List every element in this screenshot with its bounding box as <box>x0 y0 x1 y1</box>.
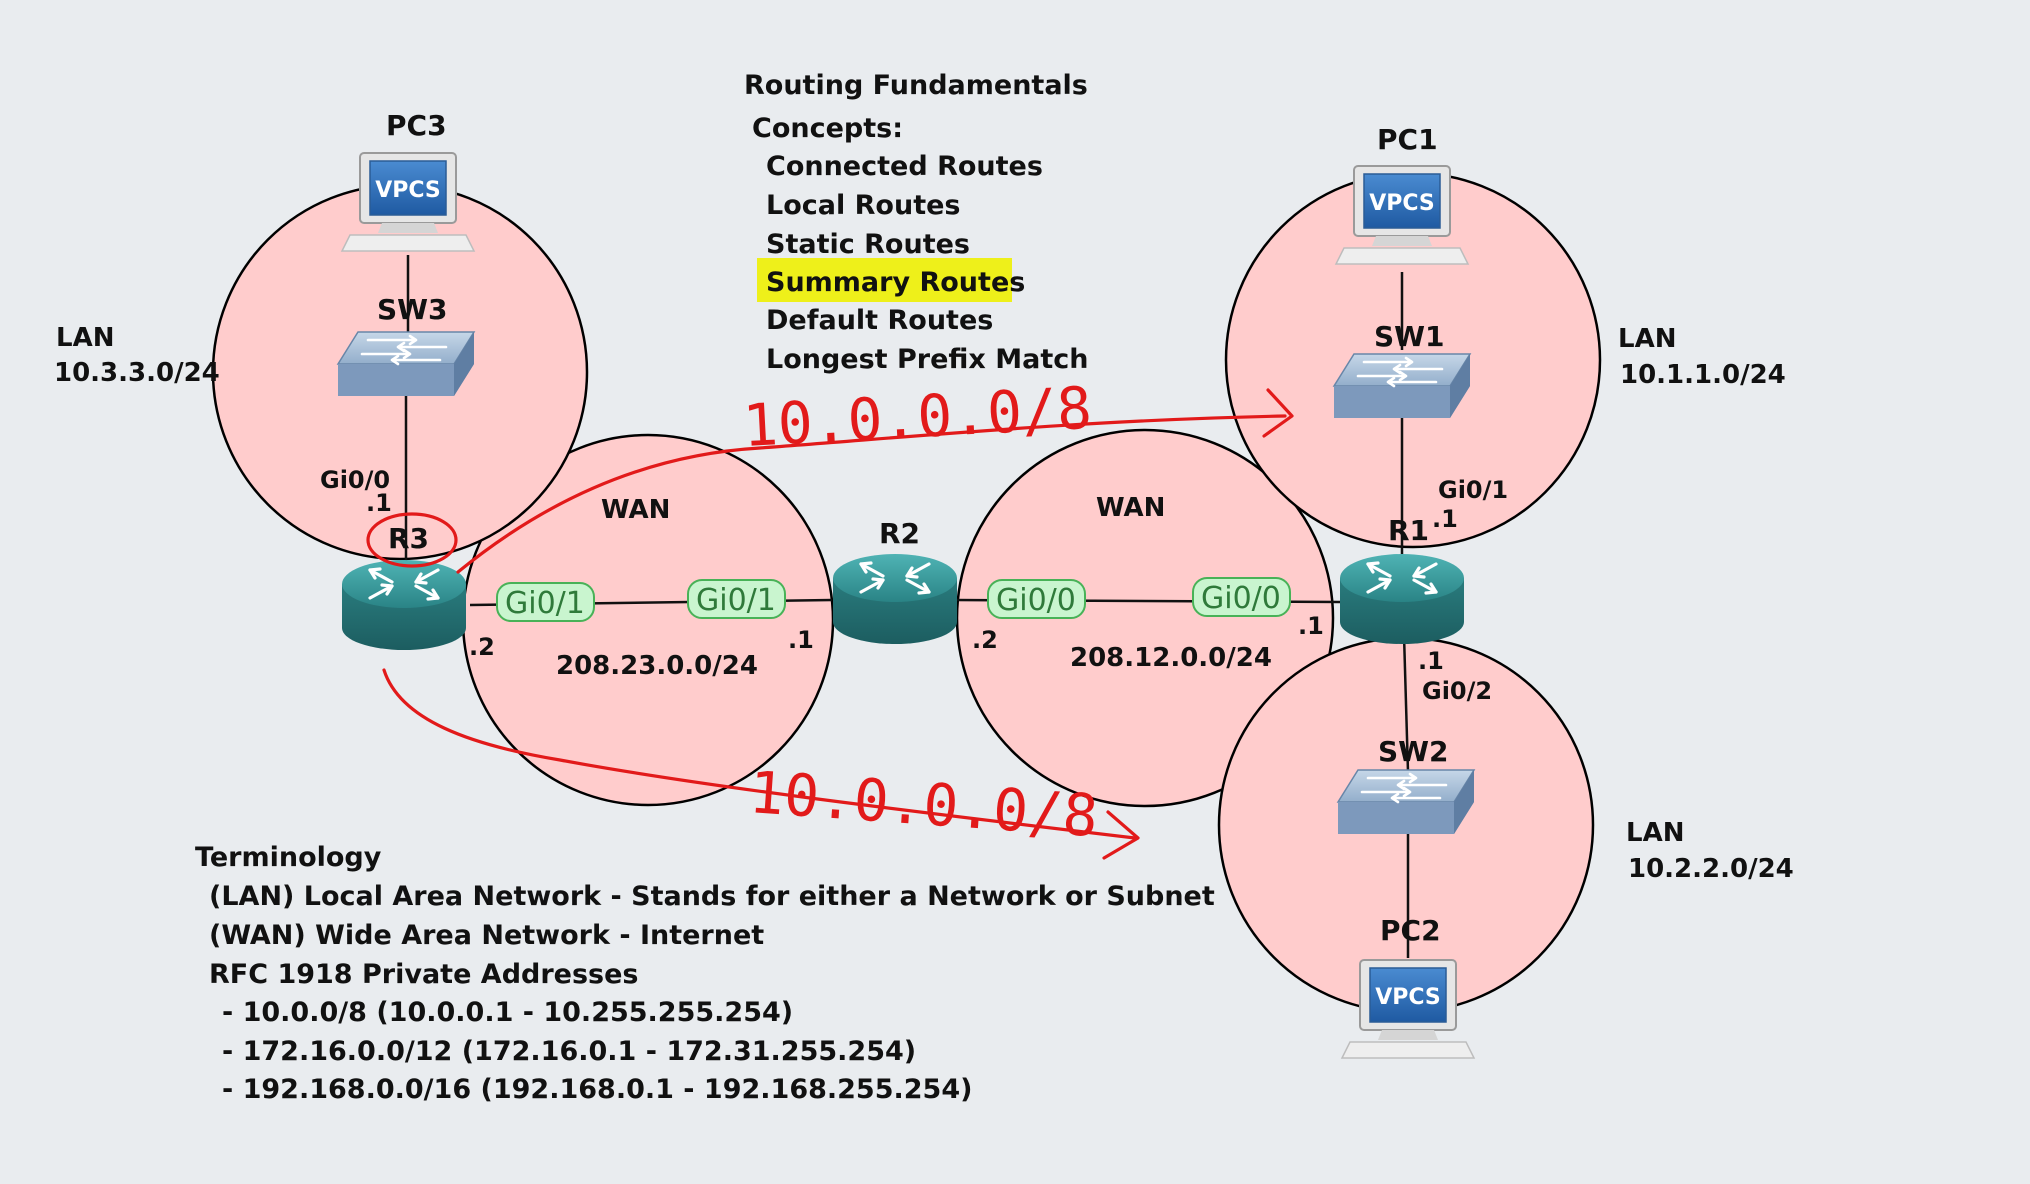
wan23-subnet: 208.23.0.0/24 <box>556 651 758 681</box>
port-r3-gi01: Gi0/1 <box>496 582 595 622</box>
link-r1-sw2 <box>1402 634 1410 773</box>
wan12-type: WAN <box>1096 493 1165 523</box>
r3-label: R3 <box>388 522 429 555</box>
red-annotations <box>366 388 1294 860</box>
r2-gi01-ip: .1 <box>788 626 814 654</box>
diagram-title: Routing Fundamentals <box>744 70 1088 101</box>
concept-item: Static Routes <box>766 229 970 260</box>
r1-icon[interactable] <box>1338 552 1466 646</box>
r3-circle-annotation <box>366 512 458 568</box>
summary-arrow-top-head <box>1262 388 1294 438</box>
sw2-icon[interactable] <box>1336 768 1476 836</box>
lan2-type: LAN <box>1626 818 1684 848</box>
terminology-line: RFC 1918 Private Addresses <box>209 959 639 990</box>
pc2-icon[interactable]: VPCS <box>1341 959 1475 1059</box>
network-labels: LAN 10.3.3.0/24 LAN 10.1.1.0/24 LAN 10.2… <box>54 323 1794 884</box>
pc3-icon[interactable]: VPCS <box>341 152 475 252</box>
pc2-label: PC2 <box>1380 914 1441 947</box>
sw3-label: SW3 <box>377 293 448 326</box>
terminology-line: - 192.168.0.0/16 (192.168.0.1 - 192.168.… <box>222 1074 972 1105</box>
r3-gi01-ip: .2 <box>469 633 495 661</box>
r1-gi01-ip: .1 <box>1432 505 1458 533</box>
terminology-line: - 10.0.0/8 (10.0.0.1 - 10.255.255.254) <box>222 997 793 1028</box>
r2-label: R2 <box>879 517 920 550</box>
concept-item: Connected Routes <box>766 151 1043 182</box>
r1-gi02-ip: .1 <box>1418 647 1444 675</box>
svg-text:Gi0/0: Gi0/0 <box>996 583 1076 618</box>
pc3-label: PC3 <box>386 109 447 142</box>
lan2-subnet: 10.2.2.0/24 <box>1628 854 1794 884</box>
sw3-icon[interactable] <box>336 330 476 398</box>
terminology-heading: Terminology <box>195 842 382 873</box>
concepts-heading: Concepts: <box>752 113 903 144</box>
r1-label: R1 <box>1388 514 1429 547</box>
concept-item: Longest Prefix Match <box>766 344 1088 375</box>
pc1-label: PC1 <box>1377 123 1438 156</box>
r1-gi01-label: Gi0/1 <box>1438 476 1508 504</box>
svg-text:Gi0/1: Gi0/1 <box>696 583 776 618</box>
terminology-block: Terminology (LAN) Local Area Network - S… <box>195 842 1215 1105</box>
r1-gi00-ip: .1 <box>1298 612 1324 640</box>
lan1-subnet: 10.1.1.0/24 <box>1620 360 1786 390</box>
pc2-vpcs-label: VPCS <box>1375 985 1441 1010</box>
terminology-line: (LAN) Local Area Network - Stands for ei… <box>209 881 1215 912</box>
summary-arrow-top <box>456 414 1287 574</box>
concepts-block: Routing Fundamentals Concepts: Connected… <box>744 70 1088 375</box>
pc3-vpcs-label: VPCS <box>375 178 441 203</box>
port-pills: Gi0/1 Gi0/1 Gi0/0 Gi0/0 <box>496 577 1291 622</box>
lan3-subnet: 10.3.3.0/24 <box>54 358 220 388</box>
sw2-label: SW2 <box>1378 735 1449 768</box>
interface-labels: Gi0/0 .1 .2 .1 .2 .1 Gi0/1 .1 .1 Gi0/2 <box>320 466 1508 705</box>
r2-icon[interactable] <box>831 552 959 646</box>
r2-gi00-ip: .2 <box>972 626 998 654</box>
wan23-type: WAN <box>601 495 670 525</box>
r3-icon[interactable] <box>340 558 468 652</box>
lan1-type: LAN <box>1618 324 1676 354</box>
port-r2-gi00: Gi0/0 <box>987 579 1086 619</box>
r1-gi02-label: Gi0/2 <box>1422 677 1492 705</box>
pc1-icon[interactable]: VPCS <box>1335 165 1469 265</box>
terminology-line: (WAN) Wide Area Network - Internet <box>209 920 764 951</box>
port-r2-gi01: Gi0/1 <box>687 579 786 619</box>
sw1-label: SW1 <box>1374 320 1445 353</box>
concept-item-highlighted: Summary Routes <box>766 267 1025 298</box>
sw1-icon[interactable] <box>1332 352 1472 420</box>
summary-annotation-top: 10.0.0.0/8 <box>741 374 1093 460</box>
svg-text:Gi0/1: Gi0/1 <box>505 586 585 621</box>
pc1-vpcs-label: VPCS <box>1369 191 1435 216</box>
r3-gi00-ip: .1 <box>366 489 392 517</box>
lan3-type: LAN <box>56 323 114 353</box>
svg-text:Gi0/0: Gi0/0 <box>1201 581 1281 616</box>
wan12-subnet: 208.12.0.0/24 <box>1070 643 1272 673</box>
summary-arrow-bottom <box>382 668 1137 840</box>
concept-item: Default Routes <box>766 305 993 336</box>
port-r1-gi00: Gi0/0 <box>1192 577 1291 617</box>
r3-gi00-label: Gi0/0 <box>320 466 390 494</box>
terminology-line: - 172.16.0.0/12 (172.16.0.1 - 172.31.255… <box>222 1036 916 1067</box>
concept-item: Local Routes <box>766 190 960 221</box>
device-labels: PC3 PC1 PC2 SW3 SW1 SW2 R3 R2 R1 <box>377 109 1449 947</box>
summary-highlight <box>757 258 1012 302</box>
summary-arrow-bottom-head <box>1102 810 1140 860</box>
